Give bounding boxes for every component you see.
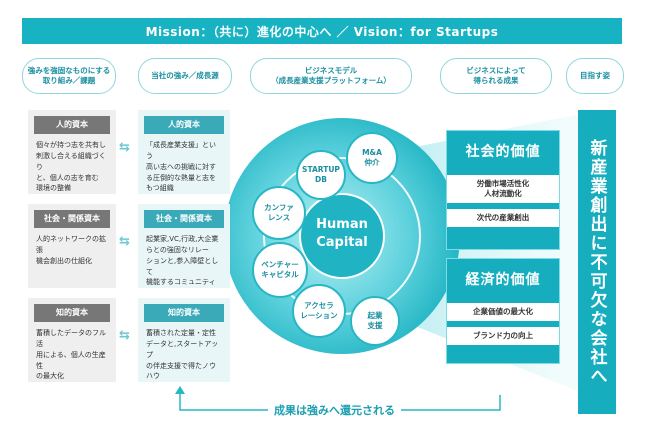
card-title: 知的資本 <box>144 304 224 322</box>
service-ma-advisory[interactable]: M&A 仲介 <box>346 132 398 184</box>
service-venture-capital[interactable]: ベンチャー キャピタル <box>252 242 308 298</box>
card-title: 人的資本 <box>144 116 224 134</box>
core-line-2: Capital <box>316 234 368 250</box>
card-text: 蓄積したデータのフル活 用による、個人の生産性 の最大化 <box>36 329 106 381</box>
feedback-caption: 成果は強みへ還元される <box>268 402 401 418</box>
card-text: 起業家,VC,行政,大企業 らとの強固なリレー ションと,参入障壁として 機能す… <box>146 235 219 287</box>
core-line-1: Human <box>316 217 368 232</box>
service-acceleration[interactable]: アクセラ レーション <box>292 284 346 338</box>
column-header-strengths: 当社の強み／成長源 <box>138 58 232 94</box>
card-title: 社会・関係資本 <box>144 210 224 228</box>
column-header-business-model: ビジネスモデル （成長産業支援プラットフォーム） <box>250 58 412 94</box>
card-text: 「成長産業支援」という 高い志への挑戦に対す る圧倒的な熱量と志を もつ組織 <box>146 141 216 193</box>
exchange-arrow-icon: ⇆ <box>119 328 130 343</box>
mission-vision-banner: Mission：（共に）進化の中心へ ／ Vision：for Startups <box>22 18 622 44</box>
service-startup-support[interactable]: 起業 支援 <box>350 296 400 346</box>
card-title: 社会・関係資本 <box>34 210 110 228</box>
initiative-card-social: 社会・関係資本 人的ネットワークの拡張 機会創出の仕組化 <box>28 204 116 288</box>
value-title: 経済的価値 <box>465 272 541 288</box>
strength-card-human: 人的資本 「成長産業支援」という 高い志への挑戦に対す る圧倒的な熱量と志を も… <box>138 110 230 194</box>
strength-card-social: 社会・関係資本 起業家,VC,行政,大企業 らとの強固なリレー ションと,参入障… <box>138 204 230 288</box>
value-item: 労働市場活性化 人材流動化 <box>447 175 559 204</box>
column-header-goal: 目指す姿 <box>566 58 624 94</box>
card-text: 個々が持つ志を共有し 刺激し合える組織づくり と、個人の志を育む 環境の整備 <box>36 141 106 193</box>
value-item: 企業価値の最大化 <box>447 303 559 322</box>
strength-card-intellectual: 知的資本 蓄積された定量・定性 データと,スタートアップ の伴走支援で得たノウ … <box>138 298 230 382</box>
value-item: 次代の産業創出 <box>447 209 559 228</box>
vision-vertical-banner: 新産業創出に不可欠な会社へ <box>578 110 616 414</box>
service-startup-db[interactable]: STARTUP DB <box>296 150 346 200</box>
initiative-card-intellectual: 知的資本 蓄積したデータのフル活 用による、個人の生産性 の最大化 <box>28 298 116 382</box>
human-capital-core: Human Capital <box>300 216 384 251</box>
value-title: 社会的価値 <box>465 144 541 160</box>
social-value-panel: 社会的価値 労働市場活性化 人材流動化 次代の産業創出 <box>446 130 560 250</box>
initiative-card-human: 人的資本 個々が持つ志を共有し 刺激し合える組織づくり と、個人の志を育む 環境… <box>28 110 116 194</box>
card-title: 人的資本 <box>34 116 110 134</box>
card-title: 知的資本 <box>34 304 110 322</box>
card-text: 人的ネットワークの拡張 機会創出の仕組化 <box>36 235 106 265</box>
exchange-arrow-icon: ⇆ <box>119 234 130 249</box>
exchange-arrow-icon: ⇆ <box>119 140 130 155</box>
service-conference[interactable]: カンファ レンス <box>252 186 306 240</box>
column-header-initiatives: 強みを強固なものにする 取り組み／課題 <box>22 58 116 94</box>
value-item: ブランド力の向上 <box>447 327 559 346</box>
card-text: 蓄積された定量・定性 データと,スタートアップ の伴走支援で得たノウ ハウ <box>146 329 219 381</box>
economic-value-panel: 経済的価値 企業価値の最大化 ブランド力の向上 <box>446 258 560 364</box>
column-header-outcomes: ビジネスによって 得られる成果 <box>440 58 552 94</box>
